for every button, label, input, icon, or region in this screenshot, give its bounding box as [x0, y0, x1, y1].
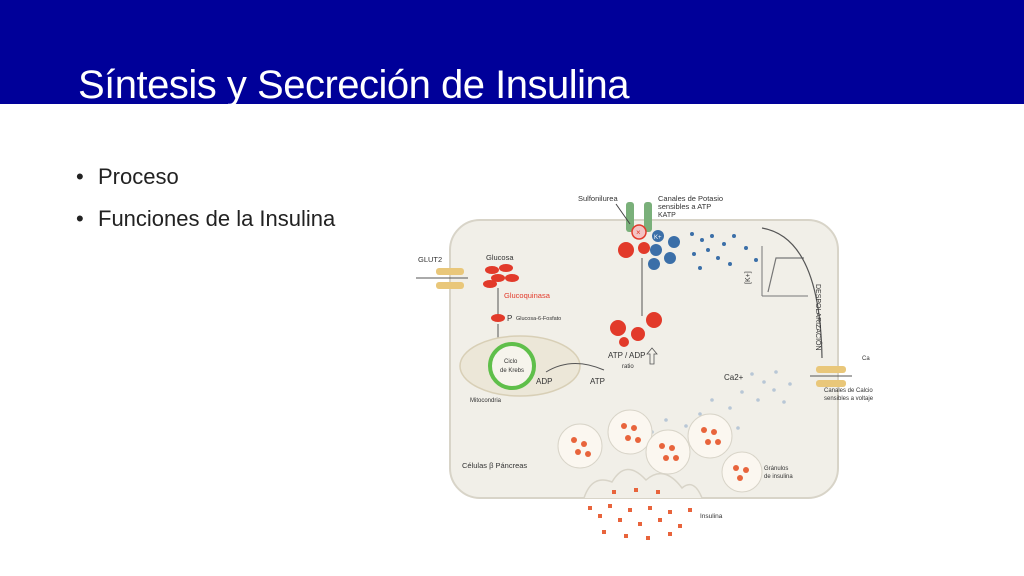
- bullet-item-proceso: • Proceso: [76, 156, 335, 198]
- ratio-up-arrow: [646, 347, 658, 365]
- glut2-channel: [416, 268, 468, 289]
- depolarization-arrow: [761, 227, 823, 359]
- label-atp-adp: ATP / ADP: [608, 351, 646, 360]
- calcium-channel: [810, 366, 852, 387]
- label-atp: ATP: [590, 377, 605, 386]
- label-despolarizacion: DESPOLARIZACIÓN: [814, 284, 823, 351]
- label-katp: KATP: [658, 212, 676, 219]
- label-adp: ADP: [536, 377, 552, 386]
- label-ratio: ratio: [622, 364, 634, 370]
- bullet-text: Proceso: [98, 164, 179, 189]
- bullet-list: • Proceso • Funciones de la Insulina: [76, 156, 335, 240]
- k-axis-label: [K+]: [745, 271, 752, 284]
- slide-title: Síntesis y Secreción de Insulina: [78, 63, 629, 107]
- label-ca-small: Ca: [862, 356, 870, 362]
- g6p-molecule: [491, 314, 505, 322]
- label-celulas: Células β Páncreas: [462, 461, 527, 470]
- glucose-molecules: [483, 264, 519, 288]
- label-ca2: Ca2+: [724, 373, 744, 382]
- svg-text:×: ×: [636, 228, 641, 237]
- label-glut2: GLUT2: [418, 255, 442, 264]
- insulin-exocytosis: [583, 468, 703, 540]
- label-krebs: de Krebs: [500, 368, 524, 374]
- label-insulina: Insulina: [700, 513, 723, 520]
- bullet-dot: •: [76, 164, 84, 189]
- bullet-text: Funciones de la Insulina: [98, 206, 336, 231]
- insulin-secretion-diagram: Sulfonilurea Canales de Potasio sensible…: [412, 188, 892, 550]
- label-glucoquinasa: Glucoquinasa: [504, 291, 551, 300]
- label-canales-potasio-2: sensibles a ATP: [658, 202, 711, 211]
- krebs-cycle-ring: [488, 342, 536, 390]
- bullet-dot: •: [76, 206, 84, 231]
- diagram-svg: Sulfonilurea Canales de Potasio sensible…: [416, 194, 874, 540]
- potassium-ions: [648, 230, 758, 270]
- label-mitocondria: Mitocondria: [470, 398, 502, 404]
- sulfonilurea-arrow: [615, 203, 631, 225]
- label-ciclo: Ciclo: [504, 359, 518, 365]
- atp-stars-middle: [610, 312, 662, 347]
- label-granulos-2: de insulina: [764, 474, 793, 480]
- katp-channel: ×: [626, 202, 652, 240]
- label-canales-potasio: Canales de Potasio: [658, 194, 723, 203]
- atp-stars-top: [618, 242, 650, 258]
- adp-atp-arrow: [545, 363, 605, 373]
- label-canales-calcio: Canales de Calcio: [824, 388, 873, 394]
- label-glucosa: Glucosa: [486, 253, 514, 262]
- insulin-granules: [557, 409, 763, 493]
- k-ion-label: K+: [654, 235, 662, 241]
- label-sulfonilurea: Sulfonilurea: [578, 194, 618, 203]
- label-granulos: Gránulos: [764, 466, 788, 472]
- label-canales-calcio-2: sensibles a voltaje: [824, 396, 874, 402]
- label-p: P: [507, 314, 512, 323]
- bullet-item-funciones: • Funciones de la Insulina: [76, 198, 335, 240]
- k-concentration-plot: [K+]: [745, 246, 808, 297]
- label-g6p: Glucosa-6-Fosfato: [516, 316, 561, 322]
- header-band: [0, 0, 1024, 104]
